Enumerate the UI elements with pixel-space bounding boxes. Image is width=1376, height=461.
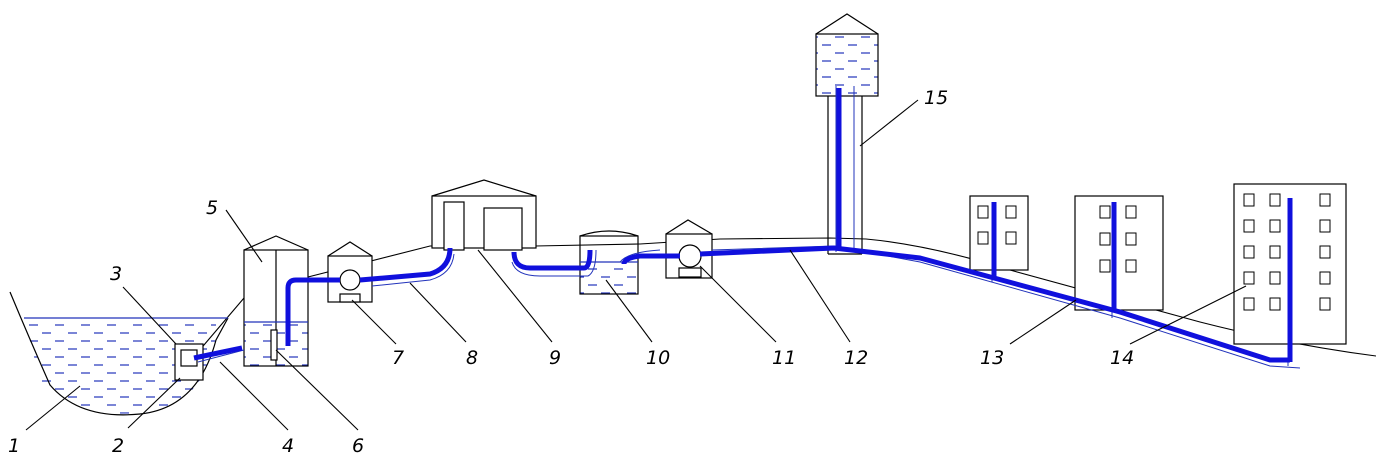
label-distribution-network: 13 [980,347,1004,369]
label-supply-main: 12 [844,347,868,369]
label-well-screen: 6 [352,435,364,457]
gravity-pipe [193,345,243,361]
label-reservoir: 1 [8,435,20,457]
label-first-lift-pump-station: 7 [392,347,404,369]
label-intake-screen: 3 [110,263,122,285]
leader-lines [25,99,1247,431]
label-intake-well: 5 [206,197,218,219]
label-intake-crib: 2 [112,435,124,457]
well-screen [270,329,278,361]
treatment-plant [431,179,537,251]
label-consumers-buildings: 14 [1110,347,1134,369]
suction-pipe [285,277,340,346]
intake-crib [174,343,204,381]
building-medium [1074,195,1164,311]
plant-outlet-pipe [511,249,593,271]
labels: 1 2 3 4 5 6 7 8 9 10 11 12 13 14 15 [8,87,1134,457]
clean-water-reservoir [579,230,639,295]
raw-water-main [359,247,453,283]
water-tower [815,13,879,255]
label-second-lift-pump-station: 11 [772,347,796,369]
label-clean-water-reservoir: 10 [646,347,670,369]
label-water-tower: 15 [924,87,948,109]
pipes [193,88,1293,363]
label-gravity-pipe: 4 [282,435,294,457]
second-lift-pump-station [665,219,713,279]
supply-main [699,245,1290,363]
building-small [969,195,1029,271]
label-treatment-plant: 9 [549,347,561,369]
first-lift-pump-station [327,241,373,303]
intake-well [243,235,309,367]
label-raw-water-main: 8 [466,347,478,369]
reservoir-to-pump-pipe [621,253,680,265]
